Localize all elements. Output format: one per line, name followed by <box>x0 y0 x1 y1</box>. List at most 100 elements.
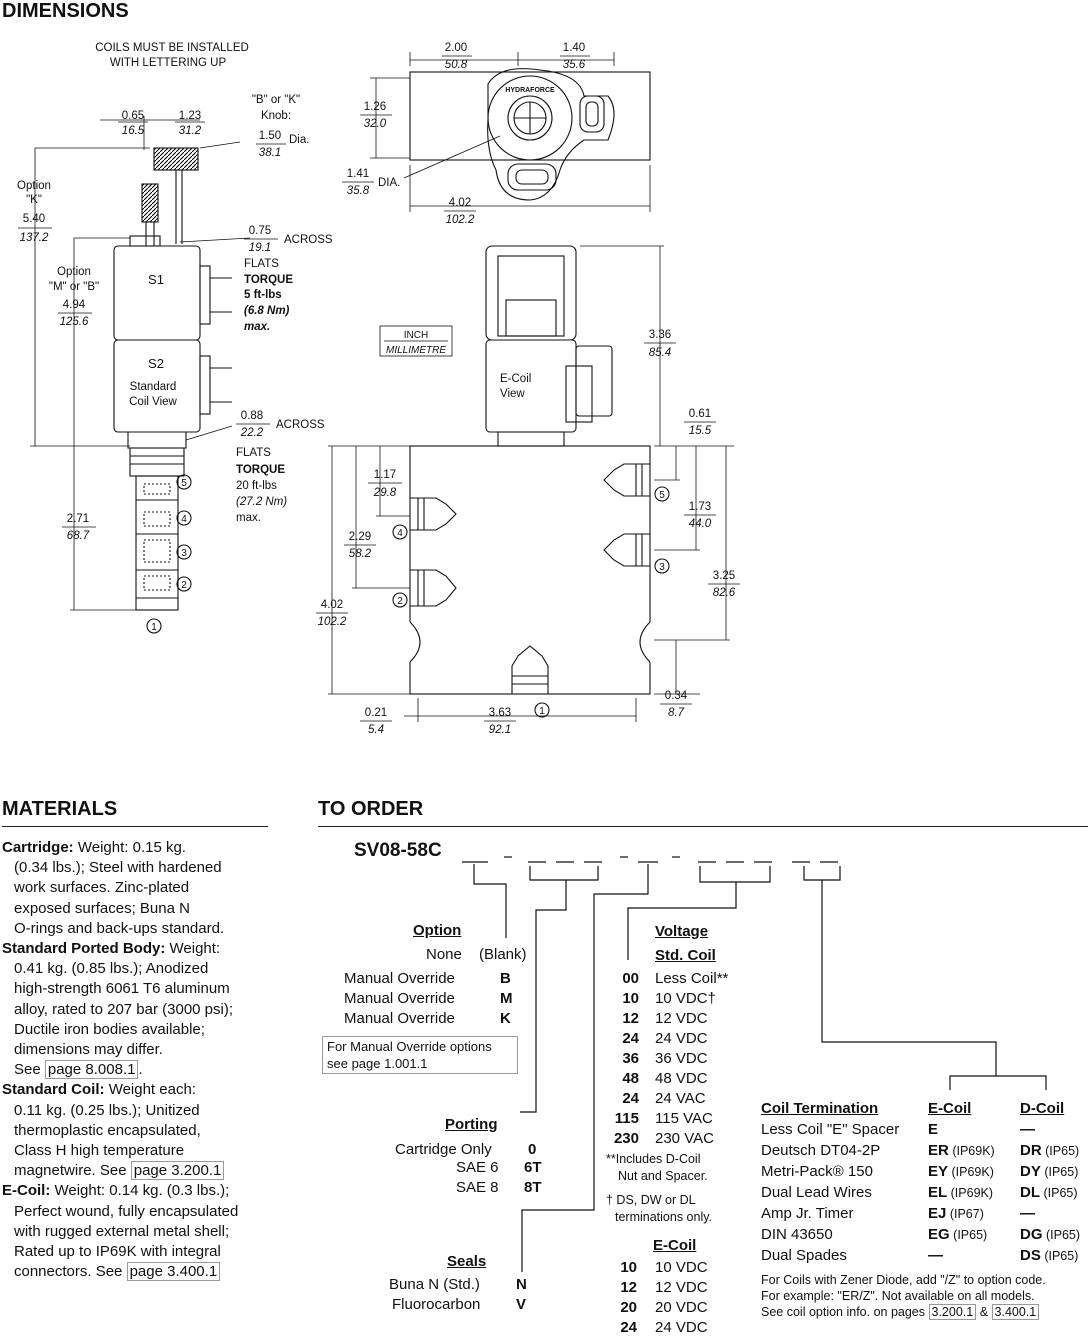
option-m-label: Manual Override <box>344 990 455 1007</box>
body-page-link[interactable]: page 8.008.1 <box>44 1060 139 1080</box>
dim-knob-mm: 38.1 <box>259 147 281 159</box>
port-3-number: 3 <box>181 548 187 559</box>
termination-ecoil-code: E <box>928 1121 939 1138</box>
ecoil-code: 10 <box>620 1259 637 1276</box>
dim-494-in: 4.94 <box>63 299 86 311</box>
dim-494-mm: 125.6 <box>60 316 89 328</box>
body-line-6: dimensions may differ. <box>14 1041 163 1059</box>
std-coil-voltage: 36 VDC <box>655 1050 708 1067</box>
std-coil-voltage: 24 VDC <box>655 1030 708 1047</box>
logo-text: HYDRAFORCE <box>505 87 555 94</box>
body-line-2: 0.41 kg. (0.85 lbs.); Anodized <box>14 960 209 978</box>
termination-link-ecoil[interactable]: 3.400.1 <box>991 1304 1040 1320</box>
to-order-rule <box>318 826 1088 827</box>
termination-name: Metri-Pack® 150 <box>761 1163 873 1180</box>
ecoil-top-shape <box>485 245 577 341</box>
coil-label: Standard Coil: <box>2 1081 105 1099</box>
termination-ecoil-code: EJ (IP67) <box>928 1205 984 1222</box>
dim-knob-in: 1.50 <box>259 130 281 142</box>
order-code-lines <box>462 856 1047 1272</box>
dim-088-mm: 22.2 <box>240 427 264 439</box>
std-coil-voltage: 10 VDC† <box>655 990 716 1007</box>
option-note-box: For Manual Override options see page 1.0… <box>322 1036 518 1074</box>
manifold-body <box>409 445 651 695</box>
option-mb-label-1: Option <box>57 266 91 278</box>
termination-link-coil[interactable]: 3.200.1 <box>928 1304 977 1320</box>
coil-s2-label: S2 <box>148 356 164 371</box>
std-coil-voltage: Less Coil** <box>655 970 729 987</box>
dia-label: DIA. <box>378 177 400 189</box>
torque1-metric: (6.8 Nm) <box>244 305 290 317</box>
porting-sae8-label: SAE 8 <box>456 1179 499 1196</box>
torque2-metric: (27.2 Nm) <box>236 496 287 508</box>
dim-075-mm: 19.1 <box>249 242 271 254</box>
termination-dcoil-code: DR (IP65) <box>1020 1142 1080 1159</box>
porting-sae6-code: 6T <box>524 1159 542 1176</box>
dim-117-mm: 29.8 <box>373 487 397 499</box>
dim-117-in: 1.17 <box>374 469 396 481</box>
port-4-fitting <box>410 497 457 531</box>
termination-foot-2: For example: "ER/Z". Not available on al… <box>761 1289 1035 1303</box>
materials-text: Cartridge: Weight: 0.15 kg. (0.34 lbs.);… <box>2 838 272 1282</box>
coil-line-2: 0.11 kg. (0.25 lbs.); Unitized <box>14 1101 200 1119</box>
dim-402b-mm: 102.2 <box>318 616 347 628</box>
ecoil-view-label-2: View <box>500 388 525 400</box>
body-line-1: Weight: <box>169 940 221 958</box>
cartridge-line-5: O-rings and back-ups standard. <box>14 919 225 937</box>
across-label-2: ACROSS <box>276 419 325 431</box>
termination-foot-text: See coil option info. on pages <box>761 1305 926 1319</box>
knob-label-1: "B" or "K" <box>252 94 300 106</box>
seals-buna-label: Buna N (Std.) <box>389 1276 480 1293</box>
std-coil-voltage: 48 VDC <box>655 1070 708 1087</box>
dim-325-in: 3.25 <box>713 570 735 582</box>
std-coil-code: 24 <box>622 1090 639 1107</box>
ecoil-voltage: 10 VDC <box>655 1259 708 1276</box>
ecoil-code: 12 <box>620 1279 637 1296</box>
coil-line-4: Class H high temperature <box>14 1142 185 1160</box>
ecoil-voltage: 24 VDC <box>655 1319 708 1336</box>
porting-sae6-label: SAE 6 <box>456 1159 499 1176</box>
flats-label-2: FLATS <box>236 447 271 459</box>
coil-line-5: magnetwire. See <box>14 1162 127 1180</box>
port-5-number: 5 <box>181 478 187 489</box>
torque-label-2: TORQUE <box>236 464 285 476</box>
option-k-label-2: "K" <box>26 194 42 206</box>
std-coil-voltage: 115 VAC <box>655 1110 713 1127</box>
termination-name: DIN 43650 <box>761 1226 833 1243</box>
termination-ecoil-code: EG (IP65) <box>928 1226 988 1243</box>
termination-ecoil-code: EY (IP69K) <box>928 1163 994 1180</box>
ecoil-code: 24 <box>620 1319 637 1336</box>
std-coil-code: 12 <box>622 1010 639 1027</box>
port-3-fitting <box>603 533 650 567</box>
std-coil-voltage: 24 VAC <box>655 1090 706 1107</box>
std-coil-code: 10 <box>622 990 639 1007</box>
dim-402a-in: 4.02 <box>449 197 471 209</box>
torque2-max: max. <box>236 512 261 524</box>
ecoil-line-2: Perfect wound, fully encapsulated <box>14 1202 239 1220</box>
option-k-label-1: Option <box>17 180 51 192</box>
seals-buna-code: N <box>516 1276 527 1293</box>
option-none-label: None <box>426 946 462 963</box>
top-view-coil-outline <box>487 68 615 201</box>
dim-123-mm: 31.2 <box>179 125 202 137</box>
termination-amp: & <box>979 1305 989 1319</box>
dim-336-mm: 85.4 <box>649 347 671 359</box>
coil-s1-label: S1 <box>148 272 164 287</box>
termination-foot-1: For Coils with Zener Diode, add "/Z" to … <box>761 1273 1046 1287</box>
unit-mm-label: MILLIMETRE <box>386 345 446 356</box>
model-code: SV08-58C <box>354 840 442 861</box>
cartridge-line-1: Weight: 0.15 kg. <box>77 839 186 856</box>
side-port-3-number: 3 <box>659 562 665 573</box>
side-port-4-number: 4 <box>397 528 403 539</box>
dim-540-mm: 137.2 <box>20 232 49 244</box>
dim-140-mm: 35.6 <box>563 59 586 71</box>
voltage-title: Voltage <box>655 923 709 940</box>
port-4-number: 4 <box>181 514 187 525</box>
option-note-line-1: For Manual Override options <box>327 1039 492 1054</box>
knob-shape <box>153 147 199 171</box>
body-line-3: high-strength 6061 T6 aluminum <box>14 980 230 998</box>
coil-note-line1: COILS MUST BE INSTALLED <box>95 42 249 54</box>
materials-heading: MATERIALS <box>2 798 118 820</box>
coil-page-link[interactable]: page 3.200.1 <box>130 1161 225 1181</box>
ecoil-page-link[interactable]: page 3.400.1 <box>126 1262 221 1282</box>
